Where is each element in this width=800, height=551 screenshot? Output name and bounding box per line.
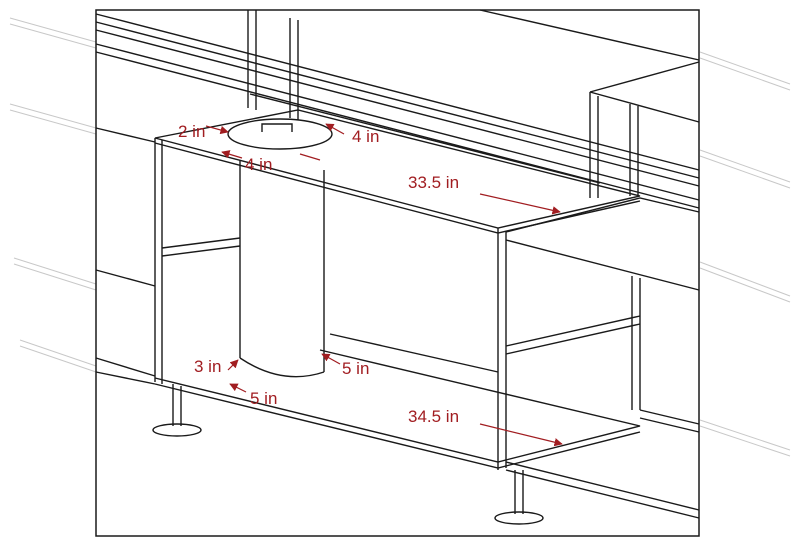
upper-posts — [247, 10, 299, 120]
bottom-left-margin-label: 3 in — [194, 357, 221, 376]
bottom-front-margin-label: 5 in — [250, 389, 277, 408]
front-right-post — [497, 228, 507, 470]
cylinder — [227, 118, 333, 378]
top-right-panel — [479, 9, 700, 198]
dimension-arrows — [205, 123, 563, 447]
bottom-length-label: 34.5 in — [408, 407, 459, 426]
cabinet-top — [154, 109, 641, 234]
back-rail — [95, 13, 700, 209]
dimension-labels: 2 in 4 in 4 in 33.5 in 3 in 5 in 5 in 34… — [178, 122, 459, 426]
top-front-margin-label: 4 in — [245, 155, 272, 174]
right-cabinet — [505, 197, 700, 519]
cabinet-bottom — [95, 349, 641, 469]
structure — [95, 9, 700, 525]
top-left-margin-label: 2 in — [178, 122, 205, 141]
frame-border — [95, 9, 700, 537]
right-leg — [494, 470, 544, 525]
ghost-rails — [9, 17, 791, 457]
left-end-panel — [95, 127, 241, 385]
top-back-margin-label: 4 in — [352, 127, 379, 146]
left-leg — [152, 384, 202, 437]
top-length-label: 33.5 in — [408, 173, 459, 192]
bottom-back-margin-label: 5 in — [342, 359, 369, 378]
